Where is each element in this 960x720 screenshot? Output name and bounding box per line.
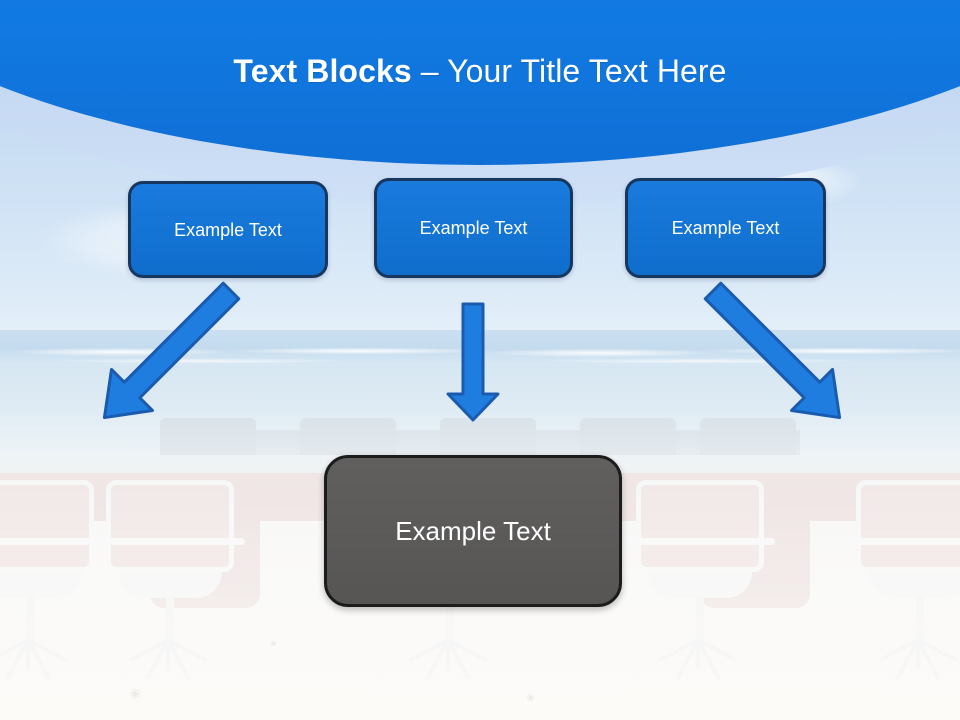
text-block-label-3: Example Text xyxy=(671,218,780,238)
arrow-right-diagonal-icon xyxy=(703,281,842,420)
text-block-box-1[interactable]: Example Text xyxy=(128,181,328,278)
arrow-middle-vertical-icon xyxy=(446,302,500,422)
result-text-block-label: Example Text xyxy=(395,516,551,546)
text-block-label-1: Example Text xyxy=(174,219,282,240)
page-title: Text Blocks – Your Title Text Here xyxy=(0,52,960,90)
text-block-box-3[interactable]: Example Text xyxy=(625,178,826,278)
page-title-light: Your Title Text Here xyxy=(447,53,727,89)
text-block-box-2[interactable]: Example Text xyxy=(374,178,573,278)
text-block-label-2: Example Text xyxy=(419,218,528,238)
page-title-separator: – xyxy=(411,53,448,89)
page-title-bold: Text Blocks xyxy=(233,53,412,89)
result-text-block-box[interactable]: Example Text xyxy=(324,455,622,607)
slide-header: Text Blocks – Your Title Text Here xyxy=(0,0,960,210)
arrow-left-diagonal-icon xyxy=(102,281,241,420)
